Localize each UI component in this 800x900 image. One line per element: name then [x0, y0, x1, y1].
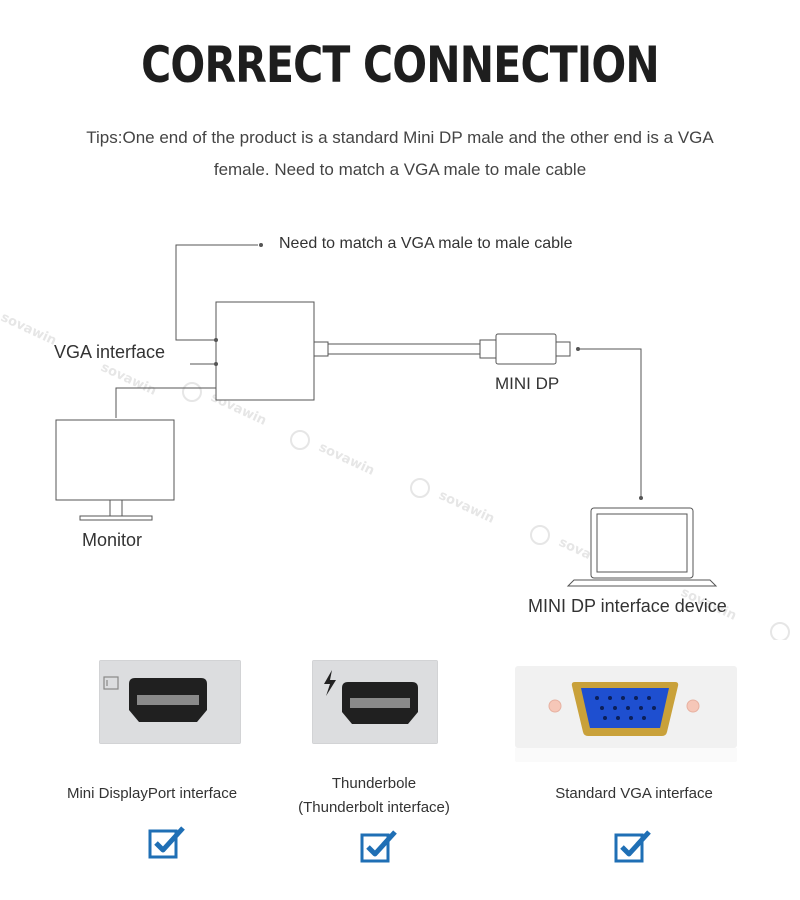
svg-text:sovawin: sovawin [0, 310, 59, 349]
tips-line-1: Tips:One end of the product is a standar… [86, 128, 714, 147]
cable [327, 343, 481, 355]
mini-dp-logo-icon [103, 676, 119, 690]
adapter-stub [313, 341, 329, 357]
monitor-icon [55, 419, 175, 521]
page-title: CORRECT CONNECTION [141, 36, 660, 94]
port-label-thunderbolt-text: Thunderbole [331, 775, 417, 792]
port-label-thunderbolt-sub: (Thunderbolt interface) [298, 799, 450, 816]
monitor-label: Monitor [82, 530, 143, 550]
mini-dp-housing [495, 333, 557, 365]
tips-line-2: female. Need to match a VGA male to male… [213, 160, 587, 179]
port-label-vga: Standard VGA interface [504, 782, 764, 806]
svg-text:sovawin: sovawin [436, 488, 496, 527]
connection-diagram: sovawin sovawin sovawin sovawin sovawin … [0, 243, 790, 640]
laptop-icon [566, 507, 718, 587]
cable-note-leader [175, 244, 258, 341]
vga-interface-label: VGA interface [54, 342, 166, 362]
vga-port-image [515, 666, 737, 762]
checkbox-checked-icon [614, 830, 651, 863]
port-label-mini-dp-text: Mini DisplayPort interface [66, 785, 238, 802]
port-label-vga-text: Standard VGA interface [555, 785, 713, 802]
svg-text:sovawin: sovawin [316, 440, 376, 479]
checkbox-checked-icon [360, 830, 397, 863]
checkbox-checked-icon [148, 826, 185, 859]
device-label: MINI DP interface device [528, 596, 727, 616]
port-label-mini-dp: Mini DisplayPort interface [22, 782, 282, 806]
adapter-body [215, 301, 315, 401]
port-label-thunderbolt: Thunderbole (Thunderbolt interface) [244, 772, 504, 820]
thunderbolt-icon [324, 670, 336, 696]
monitor-leader [115, 387, 216, 418]
cable-note-label: Need to match a VGA male to male cable [279, 235, 573, 252]
cable-note-dot [259, 243, 263, 247]
mini-displayport-image [99, 660, 241, 744]
mini-dp-strain [479, 339, 497, 359]
thunderbolt-image [312, 660, 438, 744]
svg-text:sovawin: sovawin [98, 360, 158, 399]
mini-dp-label: MINI DP [495, 374, 560, 393]
device-leader [578, 348, 642, 498]
mini-dp-tip [555, 341, 571, 357]
tips-text: Tips:One end of the product is a standar… [40, 122, 760, 186]
